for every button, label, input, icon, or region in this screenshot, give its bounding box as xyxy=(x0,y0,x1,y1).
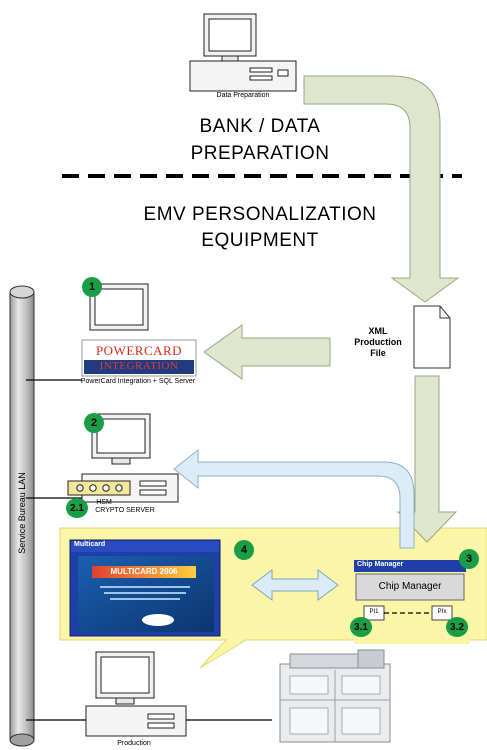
chip-to-crypto-arrow xyxy=(173,448,415,549)
step-badge-1: 1 xyxy=(82,277,102,297)
emv-label-line2: EQUIPMENT xyxy=(201,230,319,251)
multicard-banner: MULTICARD 2006 xyxy=(110,567,178,576)
lan-pipe xyxy=(9,285,35,747)
data-prep-caption: Data Preparation xyxy=(216,92,270,99)
production-caption: Production xyxy=(117,740,151,747)
xml-file-label-1: XML xyxy=(368,326,388,336)
crypto-caption: CRYPTO SERVER xyxy=(95,507,155,514)
pi1-box: PI1 xyxy=(369,609,379,615)
emv-label-line1: EMV PERSONALIZATION xyxy=(143,204,377,225)
hsm-label: HSM xyxy=(96,499,112,506)
step-badge-4: 4 xyxy=(234,540,254,560)
powercard-caption: PowerCard Integration + SQL Server xyxy=(80,378,196,385)
xml-file-label-3: File xyxy=(370,348,386,358)
powercard-logo-bottom: INTEGRATION xyxy=(99,360,179,372)
step-badge-2-1: 2.1 xyxy=(66,498,88,518)
step-badge-3-2: 3.2 xyxy=(446,617,468,637)
step-badge-3-1: 3.1 xyxy=(350,617,372,637)
multicard-title: Multicard xyxy=(74,541,106,548)
bank-label-line1: BANK / DATA xyxy=(199,116,321,137)
powercard-logo-top: POWERCARD xyxy=(95,343,183,358)
step-badge-2: 2 xyxy=(84,413,104,433)
data-prep-computer xyxy=(189,13,297,92)
chip-manager-title: Chip Manager xyxy=(357,561,404,568)
pix-box: PIx xyxy=(437,609,447,615)
step-badge-3: 3 xyxy=(459,549,479,569)
multicard-window xyxy=(69,539,221,637)
personalization-machine xyxy=(279,649,391,743)
production-computer xyxy=(85,651,187,737)
xml-file-icon xyxy=(413,305,451,369)
lan-connections xyxy=(26,379,272,721)
bank-label-line2: PREPARATION xyxy=(190,143,330,164)
lan-label: Service Bureau LAN xyxy=(17,472,27,554)
xml-file-label-2: Production xyxy=(354,337,402,347)
double-arrow xyxy=(251,569,339,601)
data-flow-arrow xyxy=(303,75,460,303)
chip-manager-button[interactable]: Chip Manager xyxy=(378,581,442,592)
file-to-powercard-arrow xyxy=(203,324,331,380)
